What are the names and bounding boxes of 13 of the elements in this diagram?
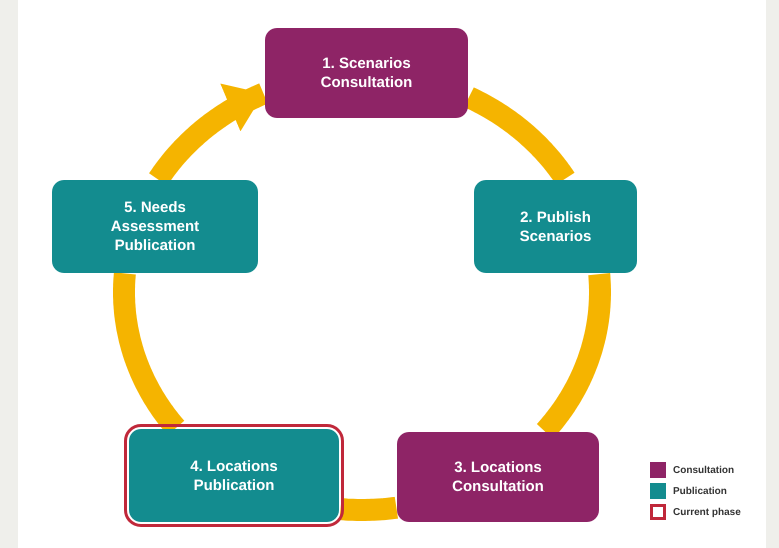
- phase-label: 4. Locations Publication: [189, 456, 279, 494]
- legend-label: Current phase: [673, 506, 741, 520]
- phase-label: 3. Locations Consultation: [451, 458, 545, 496]
- phase-box: [52, 180, 258, 273]
- legend-label: Publication: [673, 484, 727, 498]
- phase-box: [474, 180, 637, 273]
- phase-label: 1. Scenarios Consultation: [320, 54, 414, 92]
- phase-label: 2. Publish Scenarios: [518, 208, 592, 246]
- current-phase-box: [129, 429, 339, 522]
- phase-box: [397, 432, 599, 522]
- phase-box: [265, 28, 468, 118]
- legend-label: Consultation: [673, 464, 734, 478]
- phase-label: 5. Needs Assessment Publication: [110, 198, 200, 255]
